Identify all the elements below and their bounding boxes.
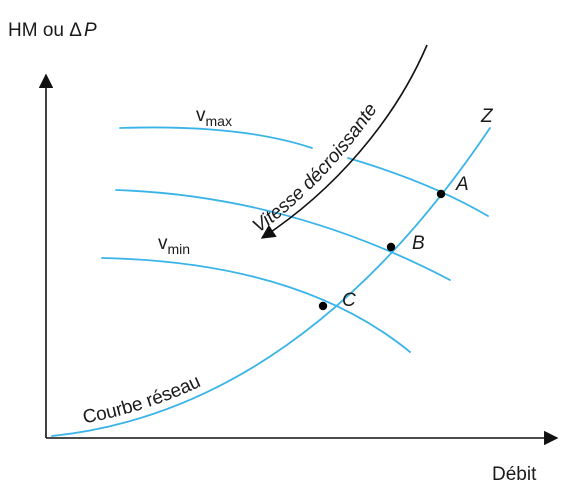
point-a-marker bbox=[436, 189, 446, 199]
x-axis-label: Débit bbox=[492, 464, 537, 485]
decreasing-speed-arrow bbox=[260, 44, 428, 239]
vmax-label: vmax bbox=[196, 105, 232, 129]
pump-curve-vmin bbox=[101, 257, 411, 353]
point-b-label: B bbox=[412, 233, 425, 254]
network-end-label: Z bbox=[480, 106, 494, 127]
pump-curve-vmax-left bbox=[119, 126, 313, 149]
pump-curve-mid bbox=[115, 189, 451, 281]
decreasing-speed-label: Vitesse décroissante bbox=[249, 100, 382, 238]
point-a-label: A bbox=[455, 174, 469, 195]
vmin-label: vmin bbox=[158, 233, 190, 257]
point-c-marker bbox=[318, 301, 328, 311]
point-b-marker bbox=[386, 242, 396, 252]
pump-curve-vmax-right bbox=[347, 157, 489, 217]
network-curve-label: Courbe réseau bbox=[81, 371, 204, 428]
point-c-label: C bbox=[342, 290, 356, 311]
